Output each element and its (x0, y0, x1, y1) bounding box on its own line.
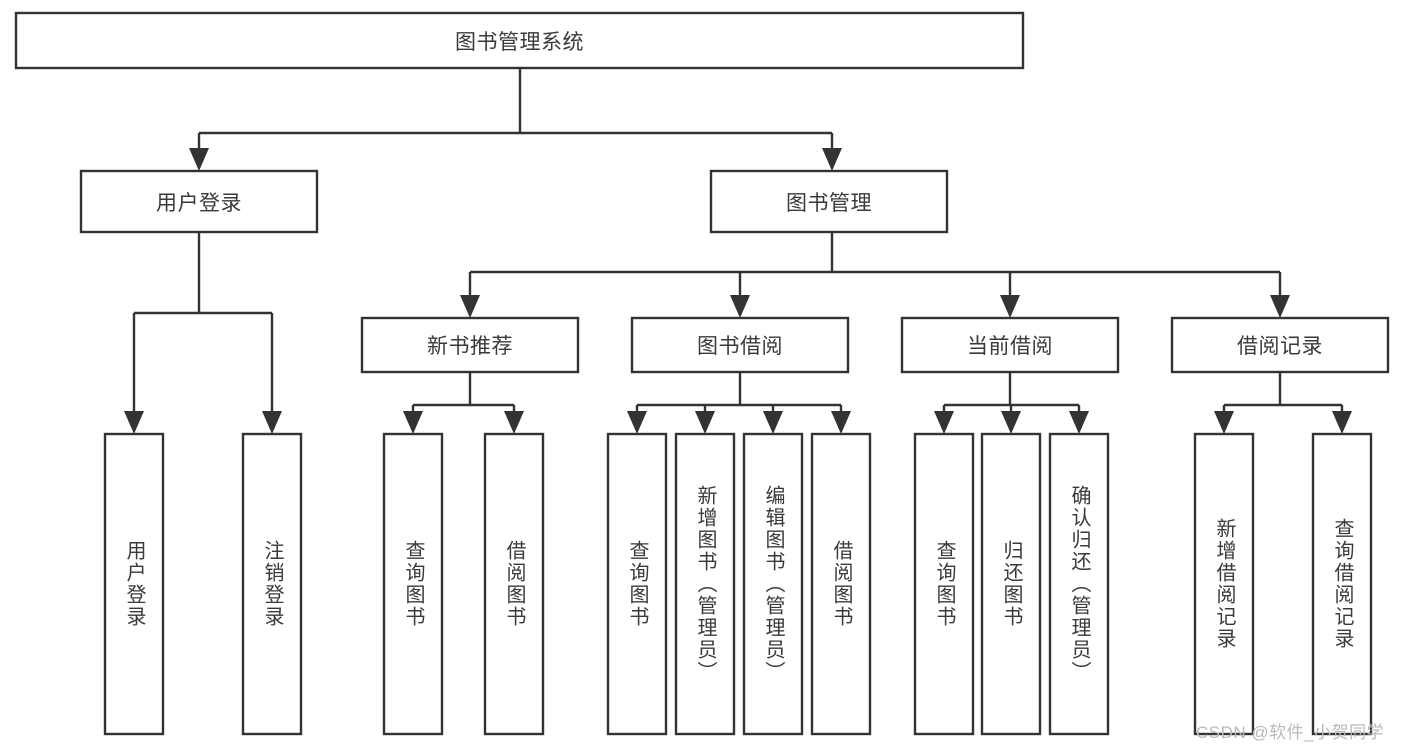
connector-userlogin-to-bus (132, 232, 274, 413)
node-box-root[interactable] (14, 11, 1025, 70)
node-box-leaf-add-book[interactable] (674, 432, 736, 736)
arrow-head-leaf-user-logout (262, 411, 282, 434)
arrow-head-leaf-borrow-book-1 (504, 411, 524, 434)
node-box-leaf-return-book[interactable] (980, 432, 1042, 736)
arrow-head-current-borrow (1000, 295, 1020, 318)
arrow-head-leaf-confirm-return (1069, 411, 1089, 434)
node-box-leaf-query-book-3[interactable] (913, 432, 975, 736)
connector-currentborrow-to-leaves (942, 372, 1081, 413)
arrow-head-leaf-return-book (1001, 411, 1021, 434)
node-box-leaf-query-book-2[interactable] (606, 432, 668, 736)
arrow-head-leaf-query-book-1 (403, 411, 423, 434)
node-box-leaf-borrow-book-2[interactable] (810, 432, 872, 736)
arrow-head-leaf-edit-book (763, 411, 783, 434)
node-box-book-borrow[interactable] (630, 316, 850, 374)
connector-bookmanage-to-bus (468, 232, 1282, 297)
connector-newbook-to-leaves (411, 372, 516, 413)
connector-borrowrecord-to-leaves (1222, 372, 1344, 413)
connector-bookborrow-to-leaves (635, 372, 843, 413)
node-box-current-borrow[interactable] (900, 316, 1120, 374)
arrow-head-leaf-query-book-3 (934, 411, 954, 434)
node-box-leaf-user-login[interactable] (103, 432, 165, 736)
node-box-layer (14, 11, 1390, 736)
arrow-head-new-book-recommend (460, 295, 480, 318)
node-box-leaf-confirm-return[interactable] (1048, 432, 1110, 736)
node-box-leaf-query-borrow-record[interactable] (1311, 432, 1373, 736)
node-box-new-book-recommend[interactable] (360, 316, 580, 374)
arrow-head-leaf-query-book-2 (627, 411, 647, 434)
connector-layer (124, 68, 1352, 434)
node-box-leaf-query-book-1[interactable] (382, 432, 444, 736)
arrow-head-book-manage (822, 148, 842, 171)
node-box-borrow-record[interactable] (1170, 316, 1390, 374)
arrow-head-user-login (189, 148, 209, 171)
connector-root-to-bus (197, 68, 834, 150)
node-box-leaf-edit-book[interactable] (742, 432, 804, 736)
node-box-user-login[interactable] (79, 169, 319, 234)
node-box-leaf-add-borrow-record[interactable] (1193, 432, 1255, 736)
arrow-head-borrow-record (1270, 295, 1290, 318)
node-box-leaf-user-logout[interactable] (241, 432, 303, 736)
arrow-head-leaf-query-borrow-record (1332, 411, 1352, 434)
arrow-head-leaf-user-login (124, 411, 144, 434)
arrow-head-book-borrow (730, 295, 750, 318)
arrow-head-leaf-add-book (695, 411, 715, 434)
arrow-head-leaf-add-borrow-record (1214, 411, 1234, 434)
arrow-head-leaf-borrow-book-2 (831, 411, 851, 434)
node-box-book-manage[interactable] (709, 169, 949, 234)
node-box-leaf-borrow-book-1[interactable] (483, 432, 545, 736)
